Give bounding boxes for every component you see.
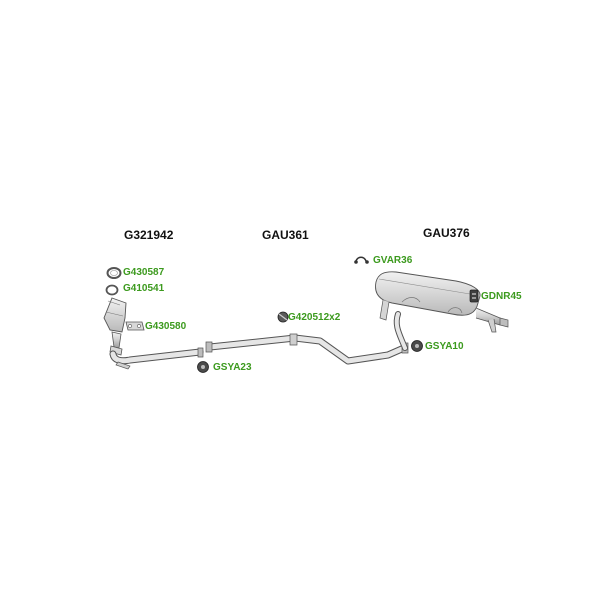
part-code-clamp[interactable]: G420512x2: [288, 312, 341, 323]
front-pipe-catalytic-converter[interactable]: [103, 297, 204, 370]
gasket-ring-2-icon[interactable]: [105, 284, 119, 296]
assembly-title-rear: GAU376: [423, 226, 470, 240]
rear-muffler[interactable]: [375, 271, 509, 351]
hanger-front-icon[interactable]: [197, 361, 209, 373]
part-code-hanger-front[interactable]: GSYA23: [213, 362, 252, 373]
hanger-bracket-icon[interactable]: [354, 256, 369, 264]
part-code-flange-gasket[interactable]: G430580: [145, 321, 187, 332]
hanger-rear-icon[interactable]: [411, 340, 423, 352]
assembly-title-front: G321942: [124, 228, 174, 242]
part-code-hanger-rear[interactable]: GSYA10: [425, 341, 464, 352]
part-code-gasket-ring-1[interactable]: G430587: [123, 267, 165, 278]
middle-pipe[interactable]: [205, 333, 409, 365]
part-code-gasket-ring-2[interactable]: G410541: [123, 283, 165, 294]
flange-gasket-icon[interactable]: [125, 321, 145, 331]
clamp-icon[interactable]: [277, 311, 289, 323]
part-code-mounting-rubber[interactable]: GDNR45: [481, 291, 522, 302]
mounting-rubber-icon[interactable]: [469, 289, 479, 303]
assembly-title-middle: GAU361: [262, 228, 309, 242]
gasket-ring-1-icon[interactable]: [106, 267, 122, 279]
part-code-hanger-bracket[interactable]: GVAR36: [373, 255, 413, 266]
